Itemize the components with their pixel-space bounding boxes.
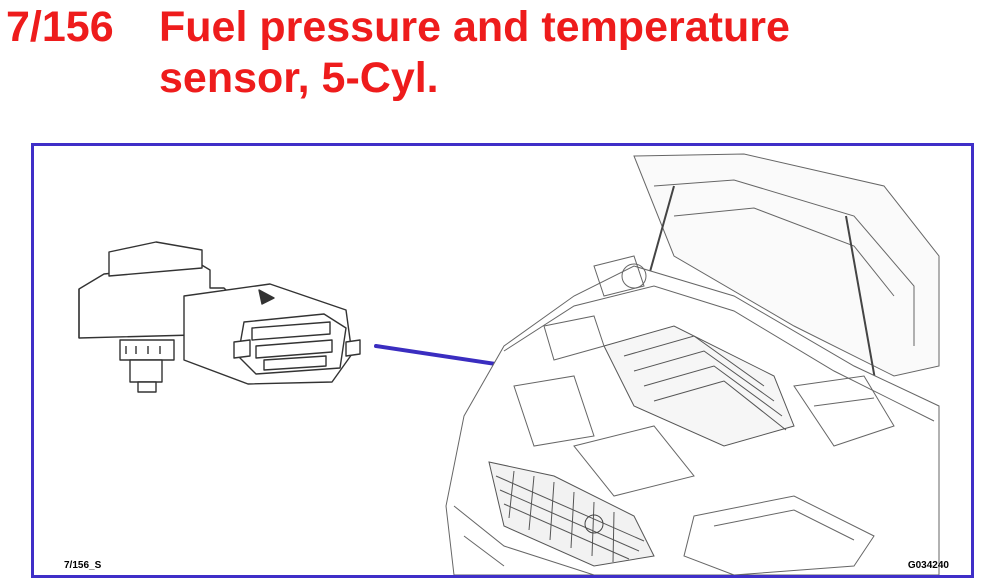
headlight [683, 495, 875, 575]
diagram-frame: 7/156_S G034240 [31, 143, 974, 578]
diagram-canvas [78, 153, 940, 575]
fuel-sensor-drawing [78, 241, 361, 393]
engine-cover [603, 325, 795, 447]
title-line-1: Fuel pressure and temperature [159, 3, 790, 51]
front-grille [488, 461, 655, 567]
hood-outline [633, 153, 940, 377]
figure-number: 7/156 [6, 3, 114, 51]
figure-code-left: 7/156_S [64, 560, 102, 571]
title-line-2: sensor, 5-Cyl. [159, 54, 439, 102]
page-title: Fuel pressure and temperature sensor, 5-… [159, 2, 790, 104]
figure-code-right: G034240 [907, 560, 949, 571]
engine-bay-drawing [445, 153, 940, 575]
brand-badge [584, 514, 604, 534]
